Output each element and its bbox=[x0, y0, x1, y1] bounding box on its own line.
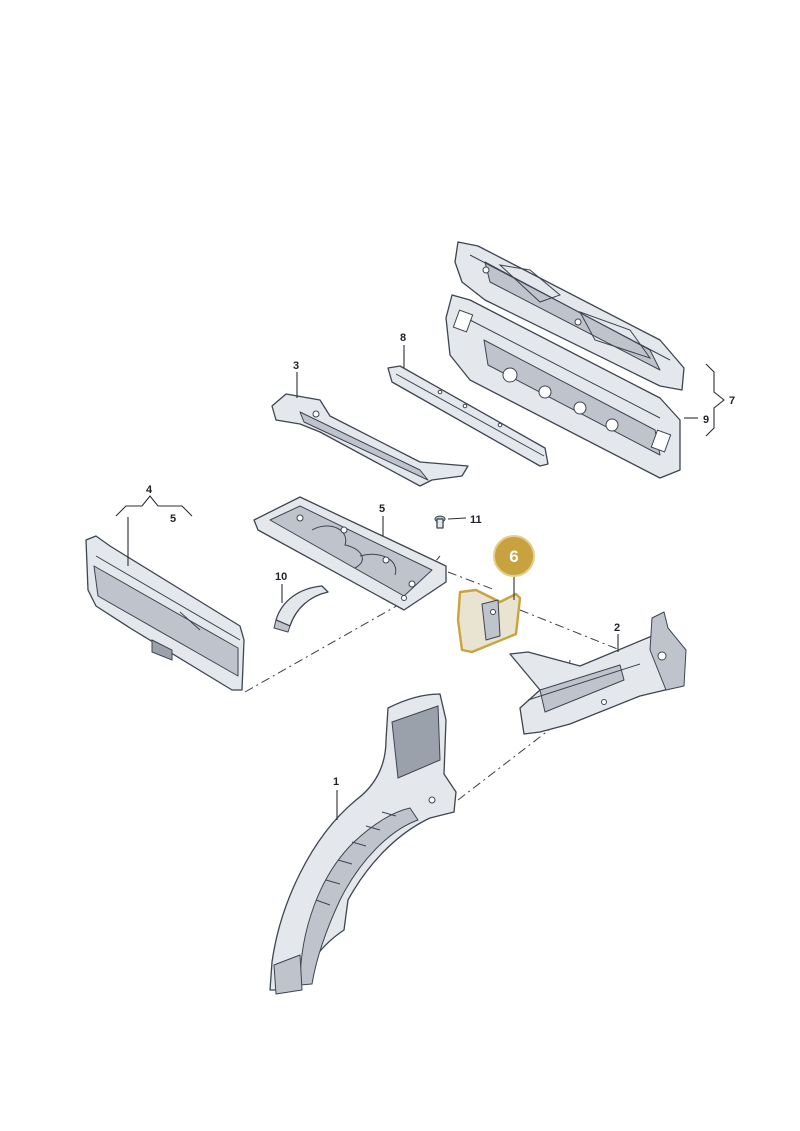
part-4-side-member bbox=[85, 535, 245, 691]
callout-3: 3 bbox=[293, 360, 299, 372]
part-10-bracket bbox=[273, 585, 329, 633]
part-2-crossmember bbox=[509, 611, 687, 735]
badge-label: 6 bbox=[509, 547, 518, 566]
badge-circle bbox=[493, 535, 535, 577]
callout-4: 4 bbox=[146, 484, 153, 496]
part-9-rear-panel bbox=[445, 294, 681, 479]
part-5-floor-panel bbox=[253, 496, 447, 611]
callout-5-bracket: 5 bbox=[170, 513, 176, 525]
part-7-upper-panel bbox=[454, 241, 685, 391]
part-6-highlighted-plate bbox=[456, 588, 522, 654]
callout-8: 8 bbox=[400, 332, 406, 344]
leader-lines bbox=[115, 345, 725, 820]
callout-labels: 1 2 3 4 5 5 7 8 9 10 11 bbox=[146, 332, 735, 788]
part-8-strip bbox=[387, 365, 549, 467]
part-11-bolt bbox=[434, 515, 446, 529]
callout-2: 2 bbox=[614, 622, 620, 634]
highlight-badge-6[interactable]: 6 bbox=[493, 535, 535, 577]
callout-10: 10 bbox=[275, 571, 287, 583]
callout-1: 1 bbox=[333, 776, 339, 788]
callout-7: 7 bbox=[729, 395, 735, 407]
part-1-wheelhouse bbox=[269, 693, 457, 995]
callout-9: 9 bbox=[703, 414, 709, 426]
callout-11: 11 bbox=[470, 514, 482, 526]
callout-5: 5 bbox=[379, 503, 385, 515]
part-3-cross-member bbox=[271, 393, 469, 487]
